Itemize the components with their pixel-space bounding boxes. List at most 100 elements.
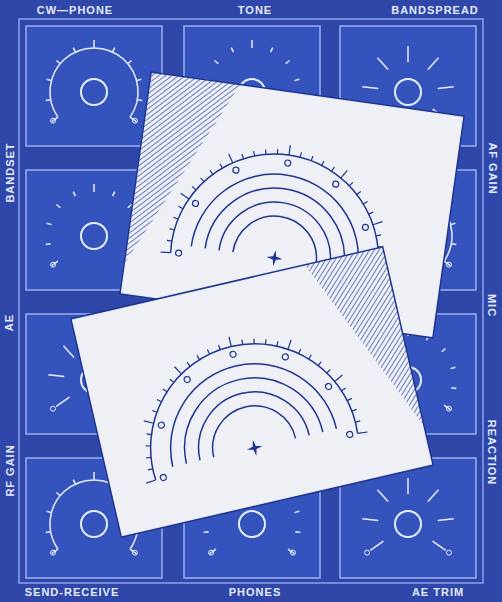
dial-tick: [47, 223, 52, 224]
scale-tick: [180, 193, 189, 199]
dial-tick: [56, 493, 60, 496]
dial-tick: [362, 87, 378, 89]
dial-tick: [251, 40, 253, 48]
scale-tick: [144, 419, 154, 425]
dial-tick: [231, 48, 233, 53]
dial-end-mark: [132, 550, 137, 555]
dial-tick: [48, 375, 64, 377]
scale-arc: [205, 179, 353, 268]
scale-mark: [184, 376, 191, 383]
dial-tick: [63, 346, 74, 358]
dial-tick: [451, 223, 456, 224]
scale-mark: [175, 250, 182, 257]
dial-end-mark: [446, 406, 451, 411]
scale-tick: [241, 340, 243, 345]
dial-end-mark: [51, 406, 56, 411]
scale-tick: [349, 182, 353, 186]
scale-tick: [363, 201, 367, 205]
control-label: BANDSET: [5, 142, 16, 202]
scale-arc: [204, 397, 295, 457]
centre-star: [265, 249, 283, 267]
scale-tick: [376, 234, 381, 236]
scale-tick: [322, 161, 324, 166]
dial-tick: [56, 205, 60, 208]
scale-tick: [146, 457, 151, 459]
dial-tick: [438, 519, 454, 521]
knob: [239, 511, 265, 537]
scale-tick: [289, 145, 290, 155]
control-label: SEND-RECEIVE: [25, 587, 120, 598]
control-label: REACTION: [486, 419, 497, 484]
scale-tick: [146, 445, 151, 447]
dial-tick: [442, 349, 446, 352]
scale-tick: [163, 388, 167, 392]
scale-tick: [174, 366, 181, 375]
dial-tick: [47, 511, 52, 512]
scale-tick: [332, 167, 335, 172]
scale-tick: [308, 355, 312, 359]
dial-arc: [50, 48, 138, 117]
dial-tick: [214, 61, 218, 64]
dial-tick: [47, 79, 52, 80]
scale-tick: [146, 480, 156, 483]
control-label: MIC: [486, 293, 497, 316]
dial-end-mark: [446, 550, 451, 555]
scale-mark: [160, 474, 167, 481]
scale-tick: [373, 220, 382, 226]
control-label: TONE: [238, 5, 272, 16]
dial-tick: [93, 40, 95, 48]
scale-mark: [346, 431, 353, 438]
control-label: AF GAIN: [486, 142, 497, 194]
dial-end-mark: [51, 118, 56, 123]
dial-end-mark: [290, 550, 295, 555]
scale-tick: [241, 154, 244, 159]
dial-tick: [451, 387, 456, 389]
scale-tick: [357, 191, 361, 195]
dial-tick: [407, 46, 409, 62]
dial-tick: [137, 99, 142, 101]
hatched-corner: [124, 72, 240, 277]
dial-tick: [137, 79, 142, 80]
dial-tick: [407, 478, 409, 494]
scale-tick: [173, 217, 178, 219]
hatched-corner: [305, 247, 424, 444]
scale-tick: [265, 149, 267, 154]
scale-tick: [326, 369, 331, 373]
scale-mark: [158, 422, 165, 429]
knob: [395, 79, 421, 105]
scale-mark: [284, 160, 291, 167]
scale-card: [71, 247, 433, 537]
centre-star: [245, 438, 264, 457]
scale-tick: [352, 409, 357, 411]
control-label: PHONES: [229, 587, 281, 598]
dial-tick: [73, 192, 75, 197]
dial-end-mark: [209, 550, 214, 555]
scale-tick: [300, 152, 301, 157]
dial-tick: [56, 61, 60, 64]
scale-tick: [369, 211, 374, 214]
dial-panel: [26, 26, 162, 146]
dial-end-mark: [365, 550, 370, 555]
scale-tick: [341, 170, 347, 179]
control-label: BANDSPREAD: [391, 5, 479, 16]
dial-tick: [451, 243, 456, 245]
dial-tick: [271, 48, 273, 53]
dial-tick: [73, 48, 75, 53]
dial-tick: [377, 58, 388, 70]
scale-tick: [347, 398, 352, 400]
control-label: AE: [5, 313, 16, 330]
scale-tick: [277, 149, 278, 154]
scale-tick: [148, 469, 153, 470]
scale-tick: [169, 229, 174, 230]
scale-arc: [171, 364, 323, 464]
dial-tick: [286, 61, 290, 64]
scale-tick: [341, 388, 346, 391]
scale-tick: [161, 251, 171, 253]
dial-tick: [128, 205, 132, 208]
scale-tick: [219, 164, 223, 168]
scale-tick: [286, 340, 293, 349]
scale-tick: [219, 345, 221, 350]
dial-tick: [377, 490, 388, 502]
scale-tick: [264, 339, 267, 344]
